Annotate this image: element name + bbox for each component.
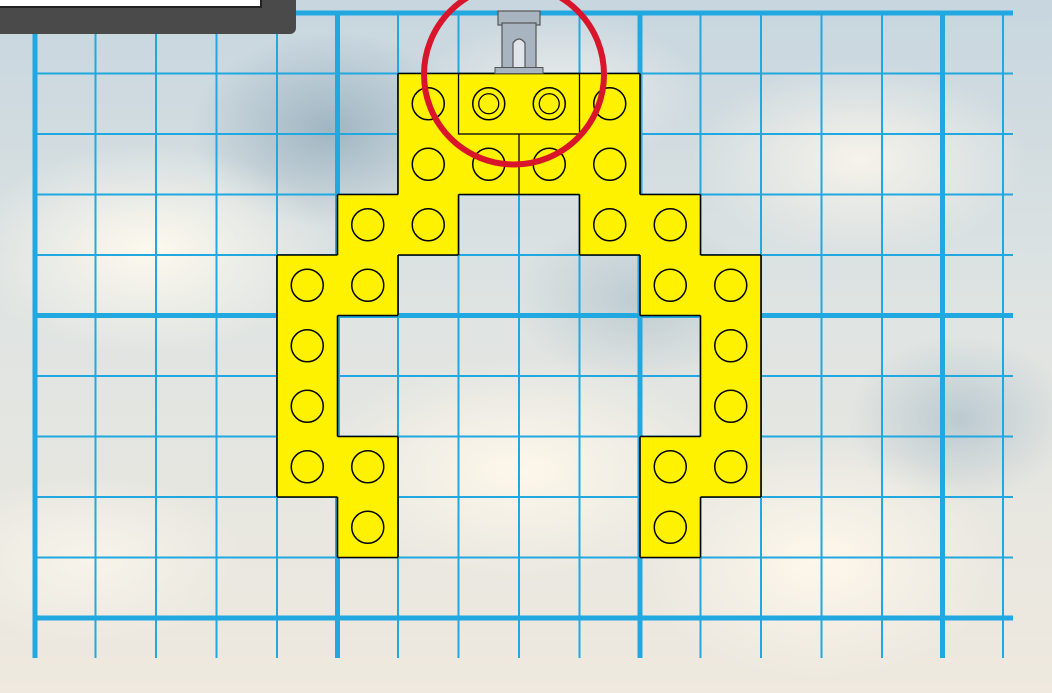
stud-icon (715, 451, 747, 483)
stud-icon (291, 330, 323, 362)
stud-icon (594, 148, 626, 180)
dialog-panel (0, 0, 296, 34)
stud-icon (473, 88, 505, 120)
peg-base (495, 68, 543, 74)
stud-icon (352, 451, 384, 483)
stud-icon (715, 330, 747, 362)
stud-icon (654, 451, 686, 483)
peg-slot (513, 39, 525, 72)
stud-icon (412, 148, 444, 180)
dialog-content (0, 0, 262, 8)
stud-icon (352, 269, 384, 301)
stud-icon (291, 390, 323, 422)
connector-peg-icon[interactable] (495, 11, 543, 74)
stud-icon (594, 209, 626, 241)
stud-icon (715, 269, 747, 301)
stud-icon (715, 390, 747, 422)
stud-icon (291, 269, 323, 301)
stud-icon (654, 209, 686, 241)
stud-icon (412, 209, 444, 241)
stud-icon (352, 209, 384, 241)
stud-icon (352, 511, 384, 543)
stud-icon (654, 511, 686, 543)
stud-icon (533, 88, 565, 120)
stud-icon (291, 451, 323, 483)
stud-icon (654, 269, 686, 301)
